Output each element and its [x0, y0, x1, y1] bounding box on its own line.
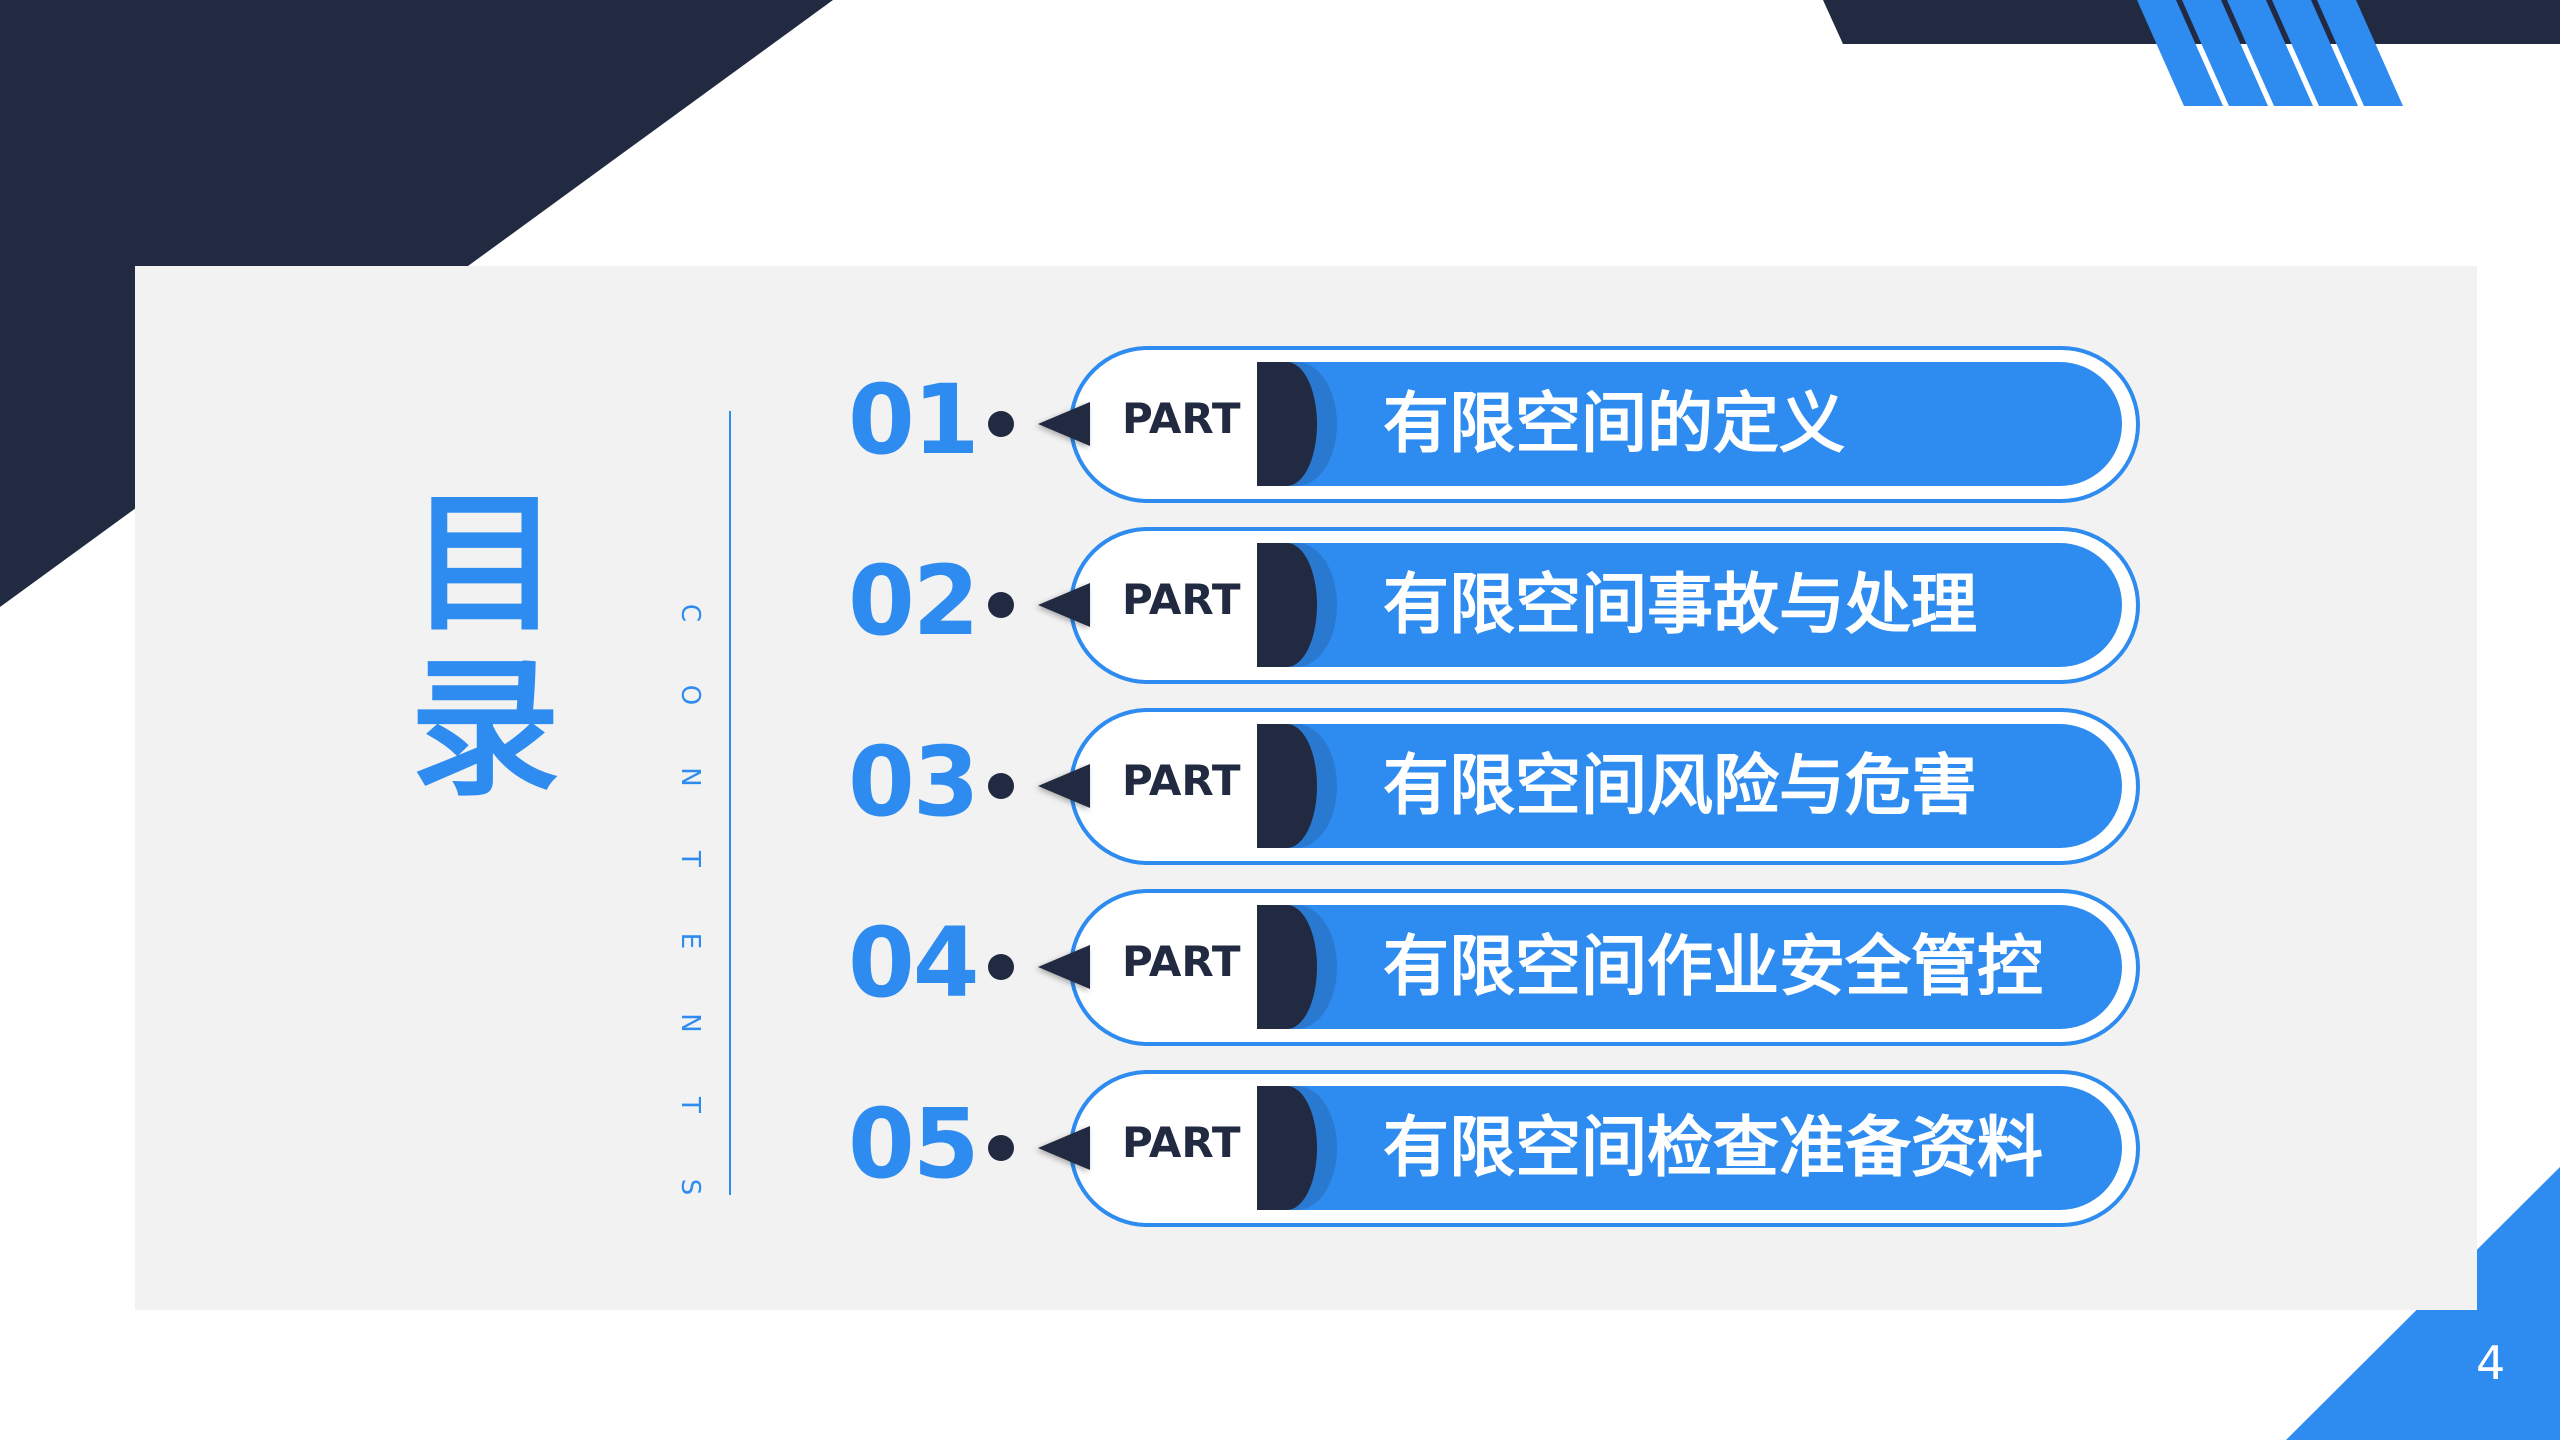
part-label: PART — [1122, 575, 1241, 624]
toc-item[interactable]: 02 PART 有限空间事故与处理 — [0, 527, 2560, 684]
dark-half-circle — [1257, 905, 1317, 1029]
item-number: 04 — [848, 907, 980, 1019]
dark-half-circle — [1257, 362, 1317, 486]
item-number: 03 — [848, 726, 980, 838]
toc-item[interactable]: 05 PART 有限空间检查准备资料 — [0, 1070, 2560, 1227]
item-title-bar: 有限空间作业安全管控 — [1257, 905, 2122, 1029]
pointer-arrow-icon — [1038, 1126, 1090, 1170]
bullet-dot — [988, 954, 1014, 980]
item-number: 01 — [848, 364, 980, 476]
part-label: PART — [1122, 1118, 1241, 1167]
pointer-arrow-icon — [1038, 583, 1090, 627]
divider-line — [729, 411, 731, 1195]
dark-half-circle — [1257, 543, 1317, 667]
toc-item[interactable]: 01 PART 有限空间的定义 — [0, 346, 2560, 503]
part-label: PART — [1122, 756, 1241, 805]
title-char-2: 录 — [409, 643, 560, 817]
title-char-1: 目 — [409, 478, 560, 652]
bullet-dot — [988, 773, 1014, 799]
item-title-bar: 有限空间的定义 — [1257, 362, 2122, 486]
contents-letter: O — [675, 684, 705, 706]
item-number: 05 — [848, 1088, 980, 1200]
dark-half-circle — [1257, 1086, 1317, 1210]
item-title: 有限空间作业安全管控 — [1383, 928, 2043, 1005]
bullet-dot — [988, 1135, 1014, 1161]
page-number: 4 — [2476, 1336, 2506, 1390]
item-title: 有限空间的定义 — [1383, 385, 1845, 462]
dark-top-bar — [1823, 0, 2560, 44]
item-title: 有限空间事故与处理 — [1383, 566, 1977, 643]
pointer-arrow-icon — [1038, 402, 1090, 446]
bullet-dot — [988, 592, 1014, 618]
dark-half-circle — [1257, 724, 1317, 848]
item-title-bar: 有限空间事故与处理 — [1257, 543, 2122, 667]
toc-item[interactable]: 04 PART 有限空间作业安全管控 — [0, 889, 2560, 1046]
item-title: 有限空间风险与危害 — [1383, 747, 1977, 824]
item-title-bar: 有限空间检查准备资料 — [1257, 1086, 2122, 1210]
item-title-bar: 有限空间风险与危害 — [1257, 724, 2122, 848]
stripes-decoration — [2137, 0, 2403, 106]
item-title: 有限空间检查准备资料 — [1383, 1109, 2043, 1186]
part-label: PART — [1122, 394, 1241, 443]
toc-item[interactable]: 03 PART 有限空间风险与危害 — [0, 708, 2560, 865]
part-label: PART — [1122, 937, 1241, 986]
pointer-arrow-icon — [1038, 764, 1090, 808]
bullet-dot — [988, 411, 1014, 437]
item-number: 02 — [848, 545, 980, 657]
pointer-arrow-icon — [1038, 945, 1090, 989]
